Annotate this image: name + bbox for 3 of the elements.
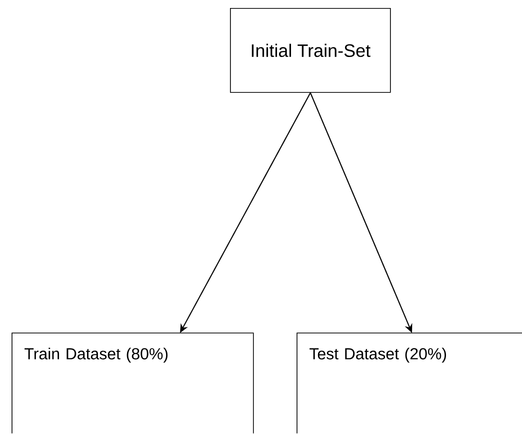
dataset-box: Train Dataset (80%) (12, 332, 254, 434)
dataset-box: Test Dataset (20%) (296, 332, 522, 434)
title-box: Initial Train-Set (230, 8, 391, 93)
